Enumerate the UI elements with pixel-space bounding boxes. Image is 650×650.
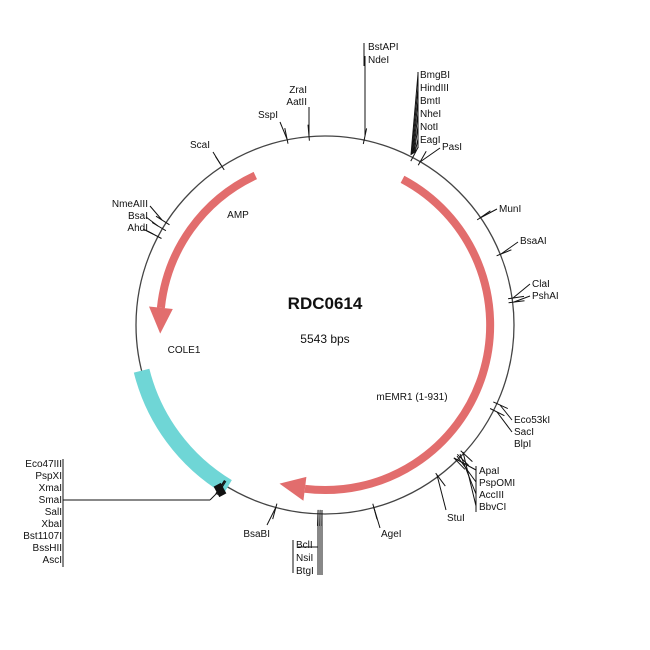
site-label-saci: SacI: [514, 427, 534, 438]
memr1-feature-arc: [304, 175, 495, 495]
leader-bmg-0: [410, 73, 419, 156]
site-label-agei: AgeI: [381, 529, 402, 540]
leader-apa-0: [453, 457, 477, 471]
site-label-pasi: PasI: [442, 142, 462, 153]
site-tick-top-0: [362, 128, 368, 145]
site-label-clai: ClaI: [532, 279, 550, 290]
leader-pas: [419, 147, 441, 163]
leader-bsab: [266, 506, 277, 526]
leader-ssp: [279, 121, 288, 140]
plasmid-name: RDC0614: [288, 294, 363, 313]
site-label-hindiii: HindIII: [420, 83, 449, 94]
site-label-bst1107i: Bst1107I: [23, 531, 62, 542]
site-tick-apa-1: [456, 453, 470, 466]
leader-apa-3: [462, 451, 477, 507]
leader-bmg-5: [414, 138, 419, 153]
site-label-bsaai: BsaAI: [520, 236, 547, 247]
amp-arrowhead: [149, 306, 173, 334]
leader-eco53: [499, 404, 513, 421]
site-tick-pas-0: [417, 151, 427, 166]
site-label-bsabi: BsaBI: [243, 529, 270, 540]
leader-stu: [436, 474, 447, 511]
site-label-xmai: XmaI: [39, 483, 62, 494]
mcs-cluster-tick: [213, 482, 227, 498]
site-label-noti: NotI: [420, 122, 438, 133]
site-label-btgi: BtgI: [296, 566, 314, 577]
site-tick-apa-0: [453, 457, 466, 470]
site-label-muni: MunI: [499, 204, 521, 215]
site-label-aatii: AatII: [286, 97, 307, 108]
site-tick-bmg-0: [410, 146, 419, 162]
leader-sca: [212, 151, 222, 166]
leader-bmg-2: [412, 99, 419, 155]
leader-mcs-a: [209, 490, 220, 501]
site-label-sspi: SspI: [258, 110, 278, 121]
site-label-ndei: NdeI: [368, 55, 389, 66]
site-tick-mun-0: [476, 210, 491, 221]
site-label-eagi: EagI: [420, 135, 441, 146]
site-label-bstapi: BstAPI: [368, 42, 399, 53]
site-label-eco53ki: Eco53kI: [514, 415, 550, 426]
site-label-bmgbi: BmgBI: [420, 70, 450, 81]
leader-age: [373, 507, 381, 529]
site-label-asci: AscI: [43, 555, 62, 566]
site-label-acciii: AccIII: [479, 490, 504, 501]
site-tick-cla-1: [508, 300, 525, 304]
site-tick-ssp-0: [284, 127, 289, 144]
leader-cla-2: [513, 295, 531, 303]
leader-bsaa: [500, 241, 519, 255]
site-label-nsii: NsiI: [296, 553, 313, 564]
site-label-bcli: BclI: [296, 540, 313, 551]
leader-bmg-1: [411, 86, 419, 155]
plasmid-size: 5543 bps: [300, 332, 349, 346]
leader-bmg-4: [413, 125, 419, 154]
cole1-feature-block: [133, 368, 232, 494]
site-label-nmeaiii: NmeAIII: [112, 199, 148, 210]
site-tick-cla-0: [508, 295, 525, 300]
site-label-stui: StuI: [447, 513, 465, 524]
site-label-bsai: BsaI: [128, 211, 148, 222]
site-label-scai: ScaI: [190, 140, 210, 151]
plasmid-backbone: [135, 135, 515, 515]
site-label-pspxi: PspXI: [35, 471, 62, 482]
leader-eco53-2: [496, 411, 513, 433]
amp-label: AMP: [227, 210, 249, 221]
site-label-pshai: PshAI: [532, 291, 559, 302]
leader-nme-3: [142, 228, 154, 235]
site-label-apai: ApaI: [479, 466, 500, 477]
site-tick-bsab-0: [272, 503, 278, 520]
site-label-nhei: NheI: [420, 109, 441, 120]
site-label-xbai: XbaI: [41, 519, 62, 530]
site-label-blpi: BlpI: [514, 439, 531, 450]
memr1-arrowhead: [279, 476, 307, 501]
site-label-bbvci: BbvCI: [479, 502, 506, 513]
site-label-pspomi: PspOMI: [479, 478, 515, 489]
cole1-label: COLE1: [168, 345, 201, 356]
leader-bmg-3: [412, 112, 419, 154]
memr1-label: mEMR1 (1-931): [376, 392, 447, 403]
site-label-eco47iii: Eco47III: [25, 459, 62, 470]
site-label-smai: SmaI: [39, 495, 62, 506]
leader-mun: [479, 208, 498, 219]
site-tick-bsaa-0: [496, 249, 512, 257]
site-label-zrai: ZraI: [289, 85, 307, 96]
site-label-sali: SalI: [45, 507, 62, 518]
leader-cla: [512, 283, 531, 299]
leader-nme: [149, 205, 163, 221]
site-label-ahdi: AhdI: [127, 223, 148, 234]
amp-feature-arc: [156, 171, 257, 309]
site-tick-nme-0: [155, 215, 170, 226]
leader-nme-2: [145, 216, 159, 227]
site-label-bsshii: BssHII: [33, 543, 62, 554]
site-label-bmti: BmtI: [420, 96, 441, 107]
